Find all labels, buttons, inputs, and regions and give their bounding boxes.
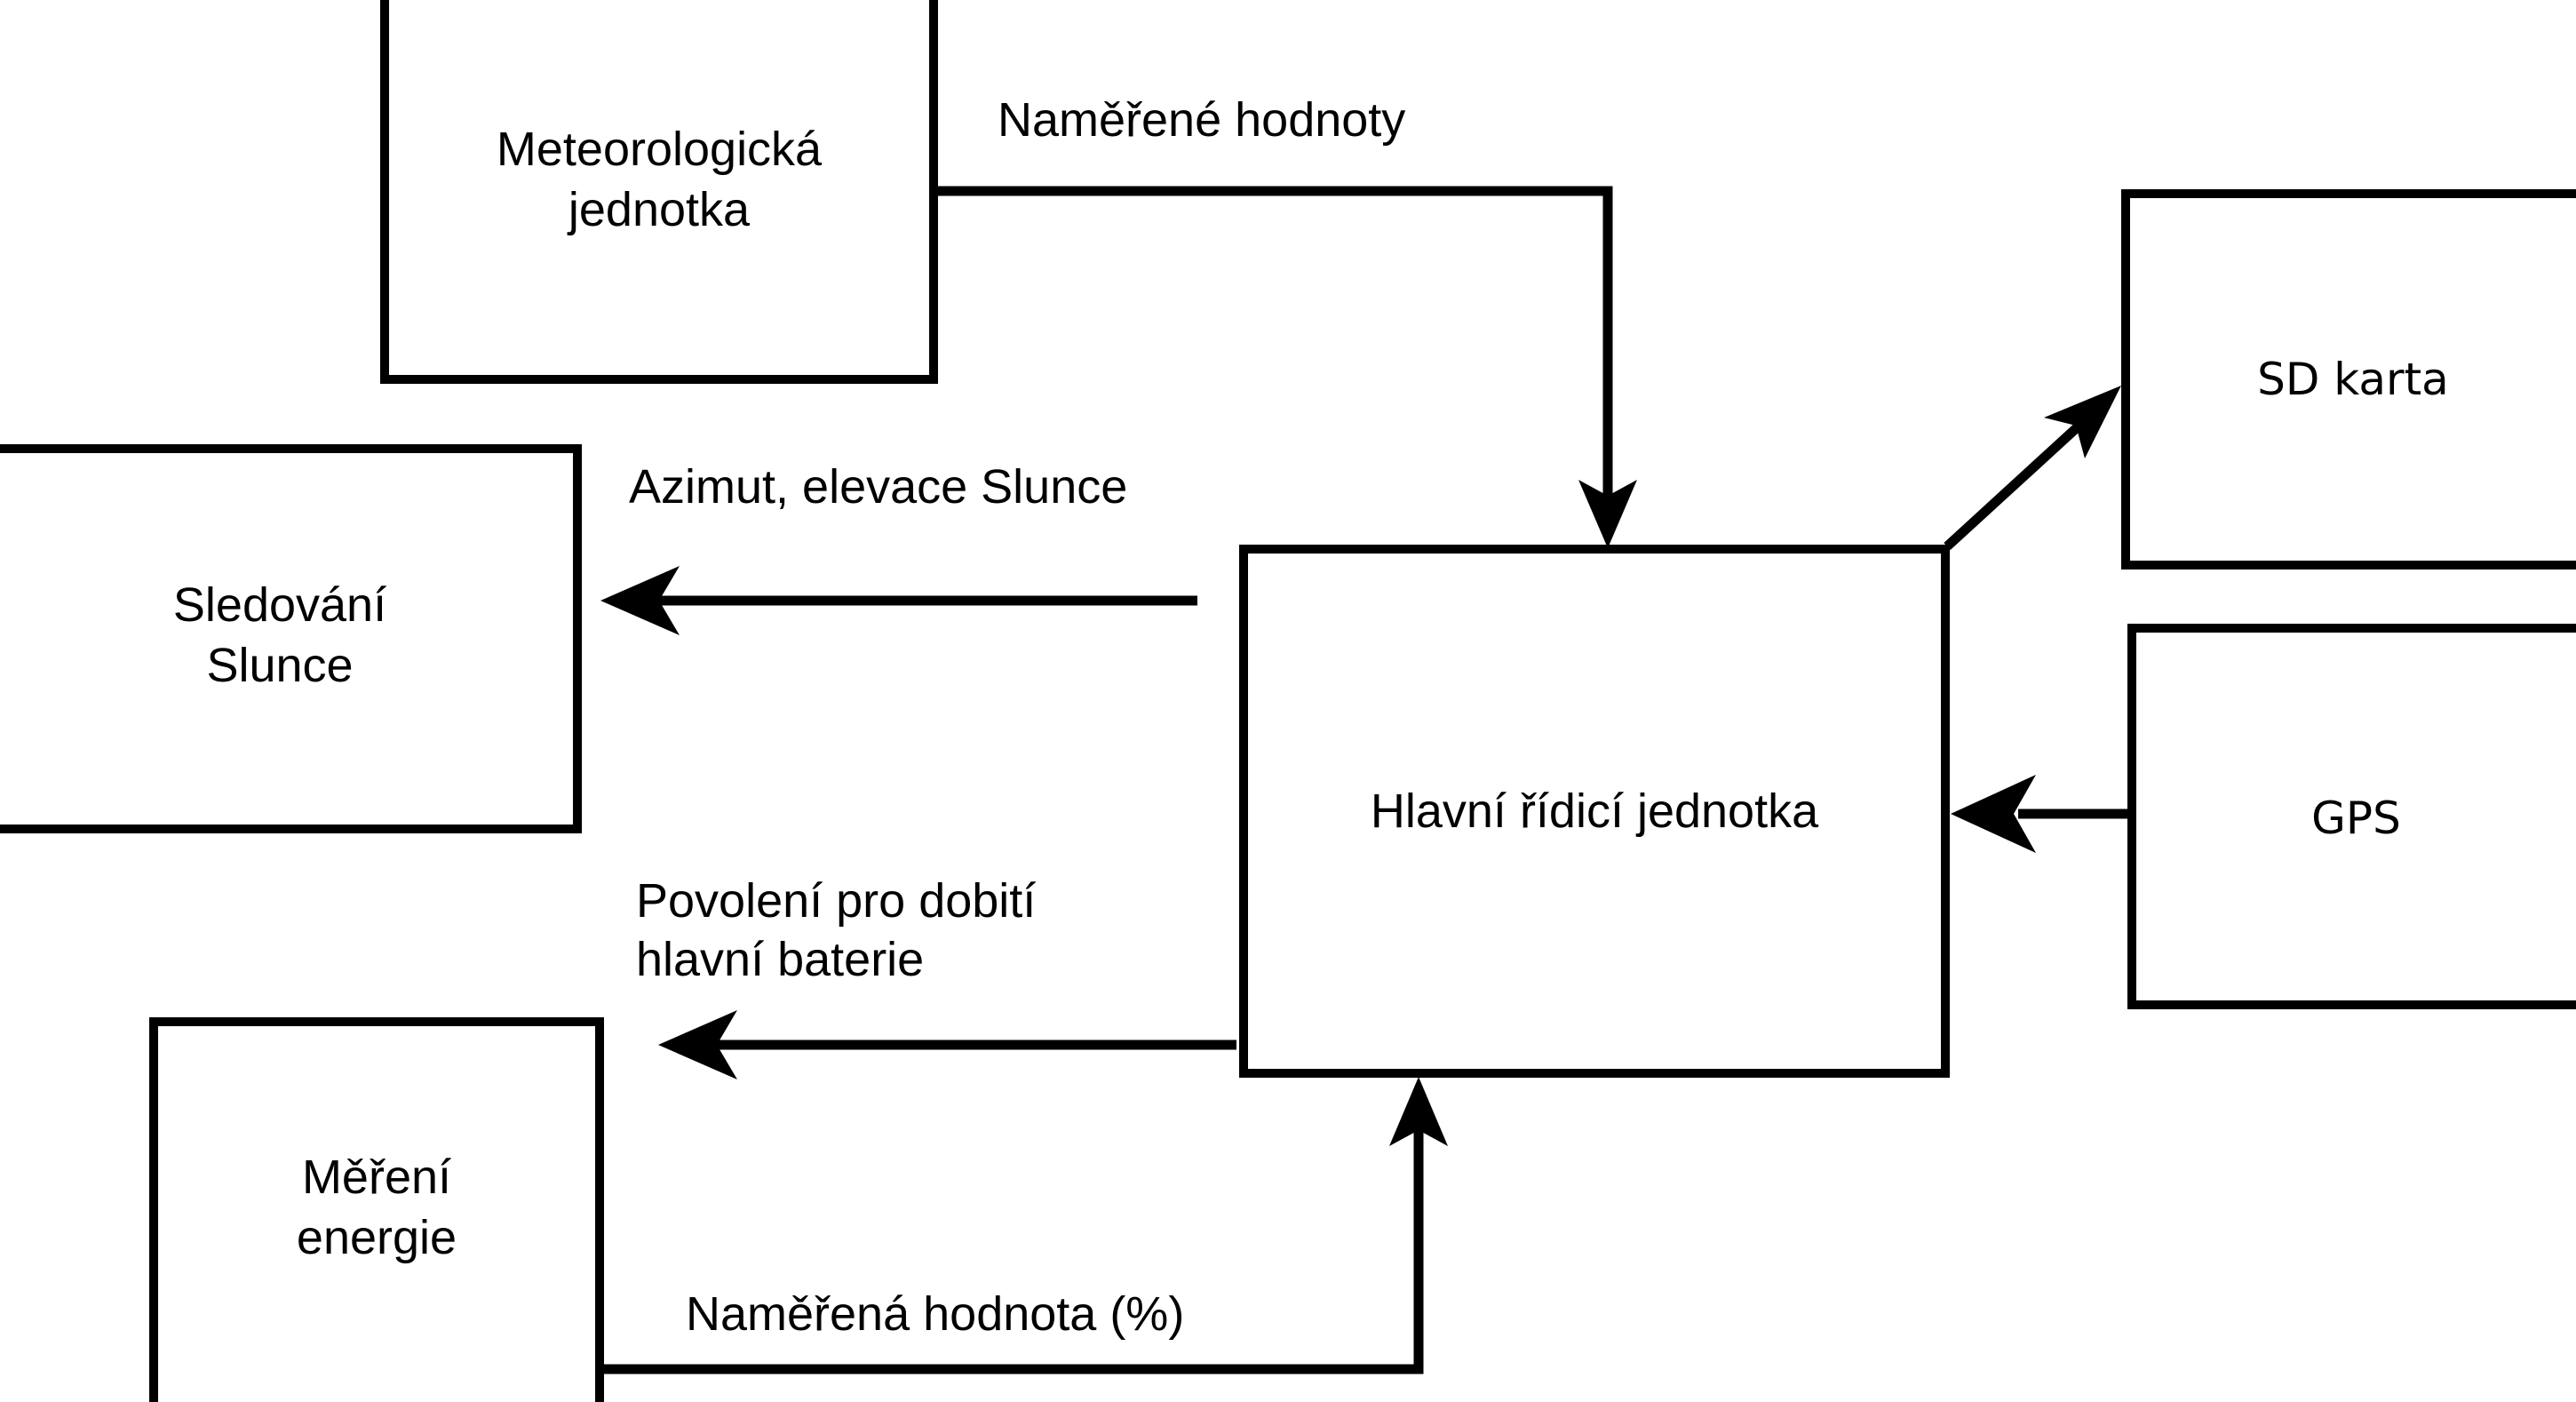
connector-gps-to-main xyxy=(1951,775,2128,853)
arrowhead-down-icon xyxy=(1578,480,1637,548)
connector-main-to-sun-tracking xyxy=(600,566,1197,635)
node-box-meteo-unit[interactable] xyxy=(380,0,938,384)
node-box-sun-tracking[interactable] xyxy=(0,444,582,833)
arrowhead-left-icon xyxy=(600,566,680,635)
arrowhead-left-icon xyxy=(658,1010,737,1079)
node-box-main-control-unit[interactable] xyxy=(1239,545,1950,1078)
node-box-sd-card[interactable] xyxy=(2121,189,2576,570)
connector-meteo-to-main xyxy=(938,186,1637,548)
connector-main-to-sd xyxy=(1944,386,2121,551)
arrowhead-diagonal-icon xyxy=(2044,386,2121,458)
arrowhead-up-icon xyxy=(1389,1077,1448,1146)
connector-energy-to-main xyxy=(593,1077,1448,1374)
node-box-gps[interactable] xyxy=(2127,624,2576,1009)
node-box-energy-measurement[interactable] xyxy=(149,1017,604,1402)
arrowhead-left-icon xyxy=(1951,775,2036,853)
connector-main-to-energy xyxy=(658,1010,1236,1079)
